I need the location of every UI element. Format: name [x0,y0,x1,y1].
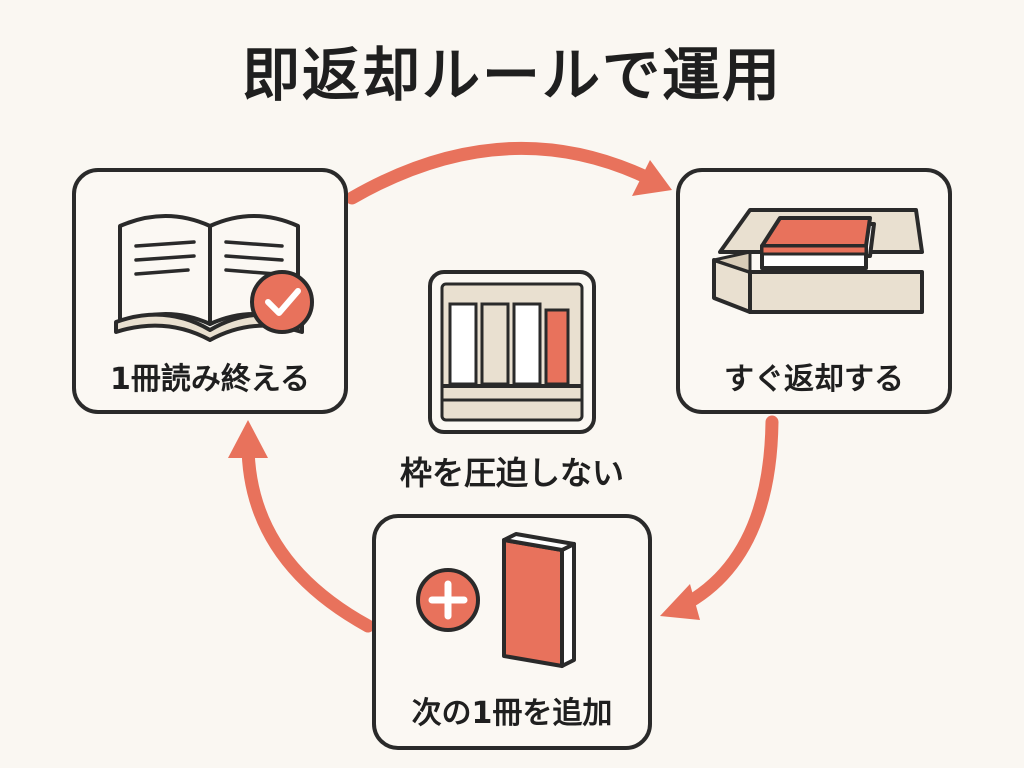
step-label-return: すぐ返却する [724,362,904,397]
arrow-return-to-add [675,415,779,613]
step-label-finish: 1冊読み終える [110,362,310,397]
check-badge-icon [250,270,314,334]
book-icon [502,538,564,668]
center-label: 枠を圧迫しない [399,454,624,492]
book-in-tray-icon [712,208,924,314]
plus-book-icon [416,532,576,668]
arrow-finish-to-return [345,141,655,205]
arrow-head-add-to-finish [228,420,268,458]
step-label-add: 次の1冊を追加 [411,696,613,731]
step-card-add: 次の1冊を追加 [372,514,652,750]
arrow-add-to-finish [241,437,375,633]
step-card-return: すぐ返却する [676,168,952,414]
step-card-finish: 1冊読み終える [72,168,348,414]
diagram-title: 即返却ルールで運用 [241,41,782,109]
bookshelf-icon [428,270,596,434]
arrow-head-finish-to-return [632,160,672,196]
arrow-head-return-to-add [660,584,700,620]
open-book-check-icon [114,214,314,342]
center-shelf [428,270,596,434]
